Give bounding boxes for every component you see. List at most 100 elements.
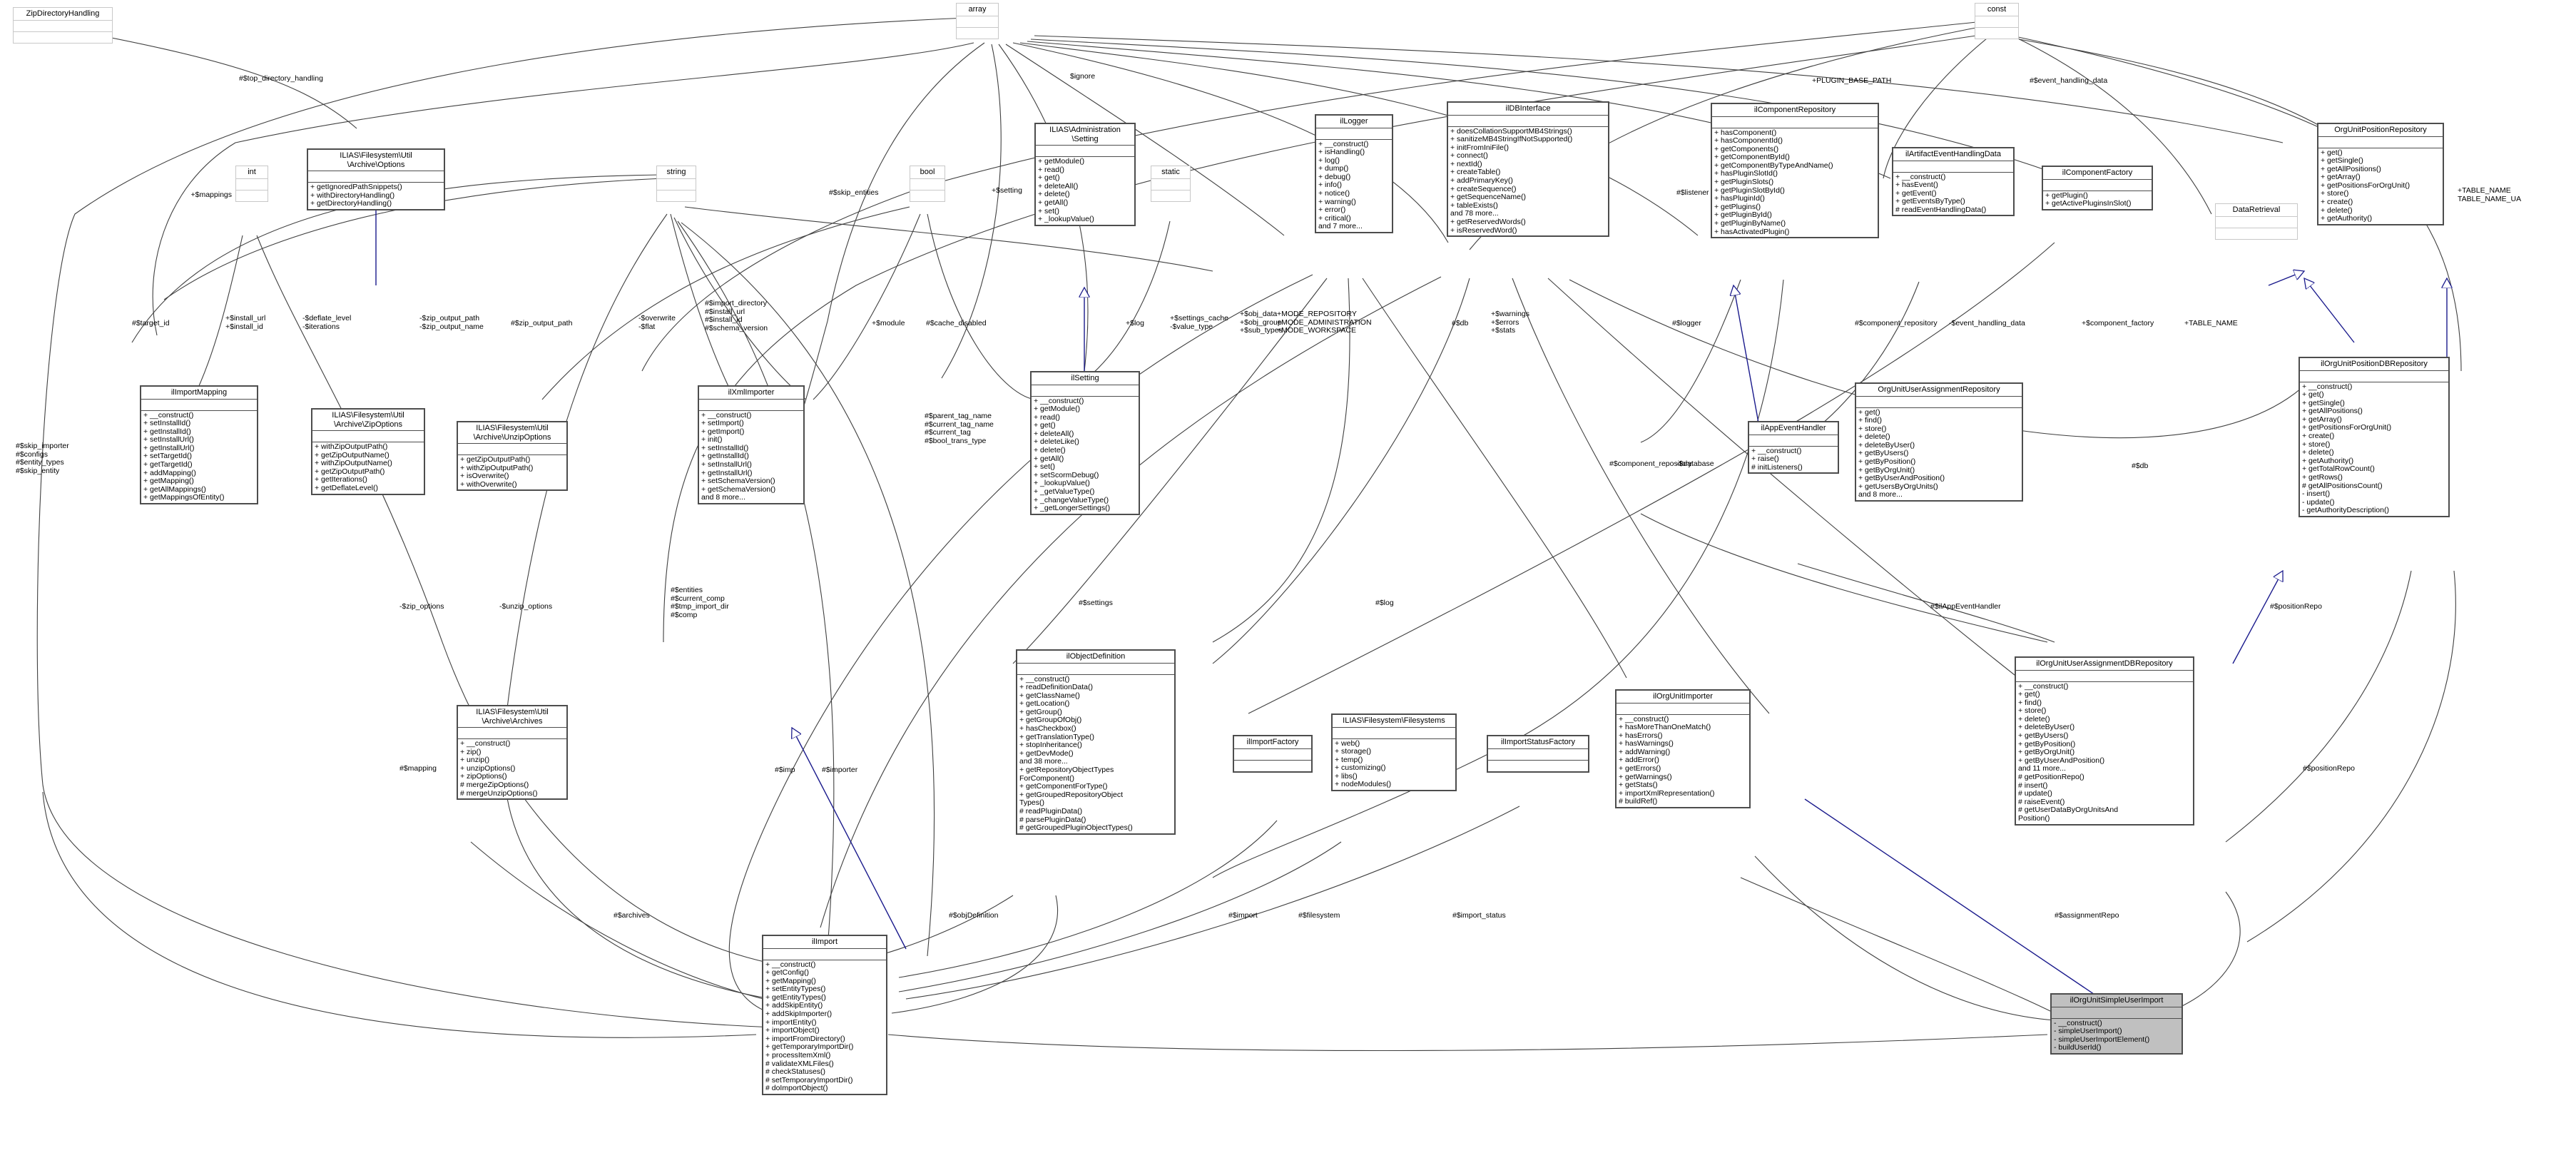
edge-label-plugin-base-path: +PLUGIN_BASE_PATH [1812,76,1892,85]
node-title: ILIAS\Filesystem\Util \Archive\ZipOption… [312,410,424,431]
edge-label-ilAppEventHandler: #$ilAppEventHandler [1930,602,2001,611]
node-ilSetting[interactable]: ilSetting + __construct() + getModule() … [1030,371,1140,515]
node-attrs [1617,704,1749,715]
node-title: ILIAS\Administration \Setting [1036,124,1134,146]
edge-label-warnings-errors: +$warnings +$errors +$stats [1491,310,1529,335]
node-ilComponentFactory[interactable]: ilComponentFactory + getPlugin() + getAc… [2042,166,2153,210]
node-attrs [699,400,803,411]
node-int[interactable]: int [235,166,268,202]
node-attrs [2016,671,2193,682]
node-Archives[interactable]: ILIAS\Filesystem\Util \Archive\Archives … [457,705,568,801]
node-attrs [458,728,566,739]
node-attrs [2216,217,2297,228]
node-array[interactable]: array [956,3,999,39]
edge-label-import: #$import [1228,911,1258,920]
edge-label-setting: +$setting [992,186,1022,195]
node-title: const [1975,4,2018,16]
node-ops: + doesCollationSupportMB4Strings() + san… [1450,126,1573,235]
edge-label-obj-data: +$obj_data +$obj_group +$sub_types [1240,310,1283,335]
node-title: DataRetrieval [2216,204,2297,217]
edge-label-db2: #$db [2132,462,2149,470]
node-ops: + __construct() + setImport() + getImpor… [701,410,776,502]
node-title: static [1151,166,1190,179]
node-attrs [657,179,696,191]
edge-label-mapping: #$mapping [399,764,437,773]
edge-label-filesystem: #$filesystem [1298,911,1340,920]
node-ops [957,28,998,39]
edge-label-install-url-id: +$install_url +$install_id [225,314,266,331]
node-title: ilImportMapping [141,387,257,400]
edge-label-zip-output-path: -$zip_output_path -$zip_output_name [419,314,484,331]
node-title: ilOrgUnitPositionDBRepository [2300,358,2448,371]
node-attrs [141,400,257,411]
edge-label-objDefinition: #$objDefinition [949,911,999,920]
node-ops: + getIgnoredPathSnippets() + withDirecto… [310,183,402,208]
node-bool[interactable]: bool [910,166,945,202]
node-attrs [1017,664,1174,675]
node-attrs [308,171,444,183]
node-const[interactable]: const [1975,3,2019,39]
edge-label-settings-cache: +$settings_cache -$value_type [1170,314,1229,331]
node-Options[interactable]: ILIAS\Filesystem\Util \Archive\Options +… [307,148,445,210]
node-ilObjectDefinition[interactable]: ilObjectDefinition + __construct() + rea… [1016,649,1176,835]
node-ilAppEventHandler[interactable]: ilAppEventHandler + __construct() + rais… [1748,421,1839,474]
node-string[interactable]: string [656,166,696,202]
node-title: ilOrgUnitImporter [1617,691,1749,704]
node-title: ilLogger [1316,116,1392,128]
node-attrs [763,949,886,960]
node-attrs [1151,179,1190,191]
node-ops: + get() + getSingle() + getAllPositions(… [2321,148,2410,223]
edge-label-skip-entities: #$skip_entities [829,188,879,197]
node-OrgUnitUserAssignmentRepository[interactable]: OrgUnitUserAssignmentRepository + get() … [1855,382,2023,502]
node-attrs [1975,16,2018,28]
node-attrs [458,444,566,455]
node-ops: + getZipOutputPath() + withZipOutputPath… [460,455,534,489]
node-ops: + __construct() + raise() # initListener… [1751,446,1803,472]
node-ilImportFactory[interactable]: ilImportFactory [1233,735,1313,773]
node-ops: + __construct() + hasMoreThanOneMatch() … [1619,714,1715,806]
edge-label-skip-importer: #$skip_importer #$configs #$entity_types… [16,442,69,475]
node-ops: + getPlugin() + getActivePluginsInSlot() [2045,191,2132,208]
node-ilOrgUnitImporter[interactable]: ilOrgUnitImporter + __construct() + hasM… [1615,689,1751,809]
node-ilXmlImporter[interactable]: ilXmlImporter + __construct() + setImpor… [698,385,805,505]
node-ops [1151,191,1190,201]
node-ilImportStatusFactory[interactable]: ilImportStatusFactory [1487,735,1589,773]
node-ops [1975,28,2018,39]
node-attrs [1893,161,2013,173]
node-title: ilOrgUnitUserAssignmentDBRepository [2016,658,2193,671]
node-ilOrgUnitPositionDBRepository[interactable]: ilOrgUnitPositionDBRepository + __constr… [2298,357,2450,517]
node-Filesystems[interactable]: ILIAS\Filesystem\Filesystems + web() + s… [1331,713,1457,792]
node-ilImport[interactable]: ilImport + __construct() + getConfig() +… [762,935,887,1095]
node-ilDBInterface[interactable]: ilDBInterface + doesCollationSupportMB4S… [1447,101,1609,238]
edge-label-positionRepo2: #$positionRepo [2303,764,2355,773]
node-static[interactable]: static [1151,166,1191,202]
node-ilImportMapping[interactable]: ilImportMapping + __construct() + setIns… [140,385,258,505]
node-UnzipOptions[interactable]: ILIAS\Filesystem\Util \Archive\UnzipOpti… [457,421,568,492]
node-DataRetrieval[interactable]: DataRetrieval [2215,203,2298,240]
node-ilLogger[interactable]: ilLogger + __construct() + isHandling() … [1315,114,1393,234]
node-ops [1488,761,1588,771]
node-title: OrgUnitUserAssignmentRepository [1856,384,2022,397]
node-attrs [1712,117,1878,128]
node-ops [657,191,696,201]
node-attrs [1749,435,1838,447]
node-Setting[interactable]: ILIAS\Administration \Setting + getModul… [1034,123,1136,226]
edge-label-ignore: $ignore [1070,72,1096,81]
node-ilOrgUnitUserAssignmentDBRepository[interactable]: ilOrgUnitUserAssignmentDBRepository + __… [2015,656,2194,826]
node-ZipOptions[interactable]: ILIAS\Filesystem\Util \Archive\ZipOption… [311,408,425,495]
node-title: ilImportStatusFactory [1488,736,1588,749]
node-ZipDirectoryHandling[interactable]: ZipDirectoryHandling [13,7,113,44]
edge-label-table-name-ua: +TABLE_NAME TABLE_NAME_UA [2458,186,2522,203]
node-OrgUnitPositionRepository[interactable]: OrgUnitPositionRepository + get() + getS… [2317,123,2444,225]
node-attrs [2300,371,2448,382]
node-ilOrgUnitSimpleUserImport[interactable]: ilOrgUnitSimpleUserImport - __construct(… [2050,993,2183,1055]
node-attrs [312,431,424,442]
node-ilComponentRepository[interactable]: ilComponentRepository + hasComponent() +… [1711,103,1879,239]
node-attrs [1856,397,2022,408]
node-title: ilObjectDefinition [1017,651,1174,664]
node-ilArtifactEventHandlingData[interactable]: ilArtifactEventHandlingData + __construc… [1892,147,2015,217]
edge-label-unzip-options: -$unzip_options [499,602,553,611]
node-title: ILIAS\Filesystem\Util \Archive\Options [308,150,444,171]
node-ops: + __construct() + zip() + unzip() + unzi… [460,739,538,798]
